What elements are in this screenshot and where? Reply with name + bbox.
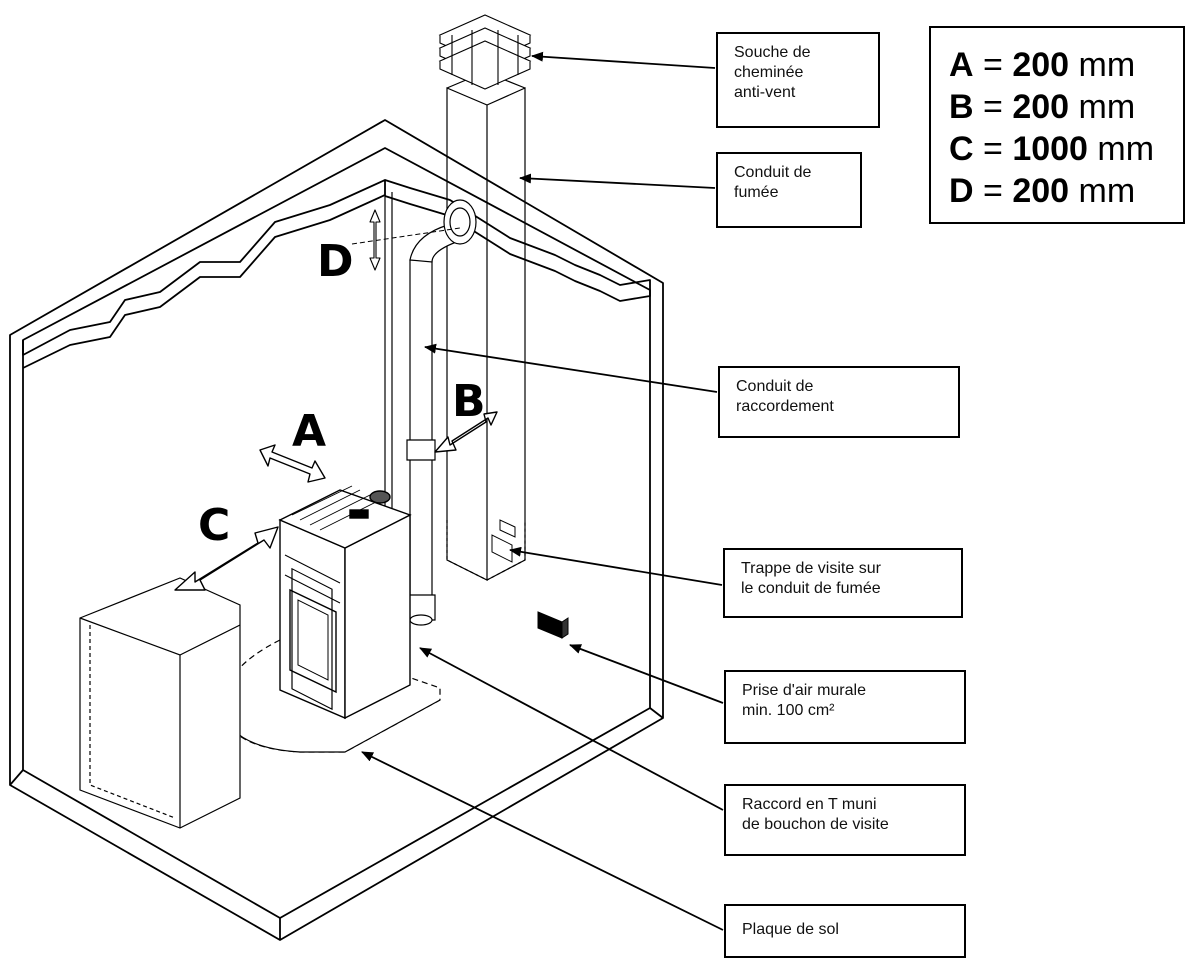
- wall-air-vent-icon: [537, 611, 569, 639]
- dimension-letter-c: C: [198, 500, 230, 551]
- dimension-letters: A B C D: [198, 236, 486, 551]
- side-cabinet: [79, 577, 241, 829]
- legend-row-b: B = 200 mm: [949, 88, 1136, 126]
- callout-conduit-raccordement: Conduit de raccordement: [718, 366, 960, 438]
- leader-raccord-t: [419, 647, 724, 811]
- chimney-cap-icon: [438, 14, 532, 90]
- callout-trappe-visite: Trappe de visite sur le conduit de fumée: [723, 548, 963, 618]
- dimension-letter-a: A: [292, 406, 326, 457]
- callout-souche-cheminee: Souche de cheminée anti-vent: [716, 32, 880, 128]
- legend-row-a: A = 200 mm: [949, 46, 1136, 84]
- dimension-legend: A = 200 mm B = 200 mm C = 1000 mm D = 20…: [929, 26, 1185, 224]
- callout-prise-air: Prise d'air murale min. 100 cm²: [724, 670, 966, 744]
- leader-conduit-fumee: [519, 173, 716, 189]
- clearance-arrows: [174, 209, 498, 591]
- dimension-letter-d: D: [317, 236, 354, 287]
- leader-lines: [361, 51, 724, 931]
- callout-raccord-t: Raccord en T muni de bouchon de visite: [724, 784, 966, 856]
- leader-souche: [531, 51, 716, 69]
- inspection-hatch-icon: [491, 519, 516, 563]
- leader-trappe: [509, 546, 723, 586]
- legend-row-c: C = 1000 mm: [949, 130, 1155, 168]
- leader-prise-air: [569, 644, 724, 704]
- leader-conduit-raccordement: [424, 343, 718, 393]
- legend-row-d: D = 200 mm: [949, 172, 1136, 210]
- leader-plaque: [361, 751, 724, 931]
- callout-conduit-fumee: Conduit de fumée: [716, 152, 862, 228]
- dimension-letter-b: B: [452, 376, 486, 427]
- callout-plaque-sol: Plaque de sol: [724, 904, 966, 958]
- pellet-stove: [278, 485, 412, 720]
